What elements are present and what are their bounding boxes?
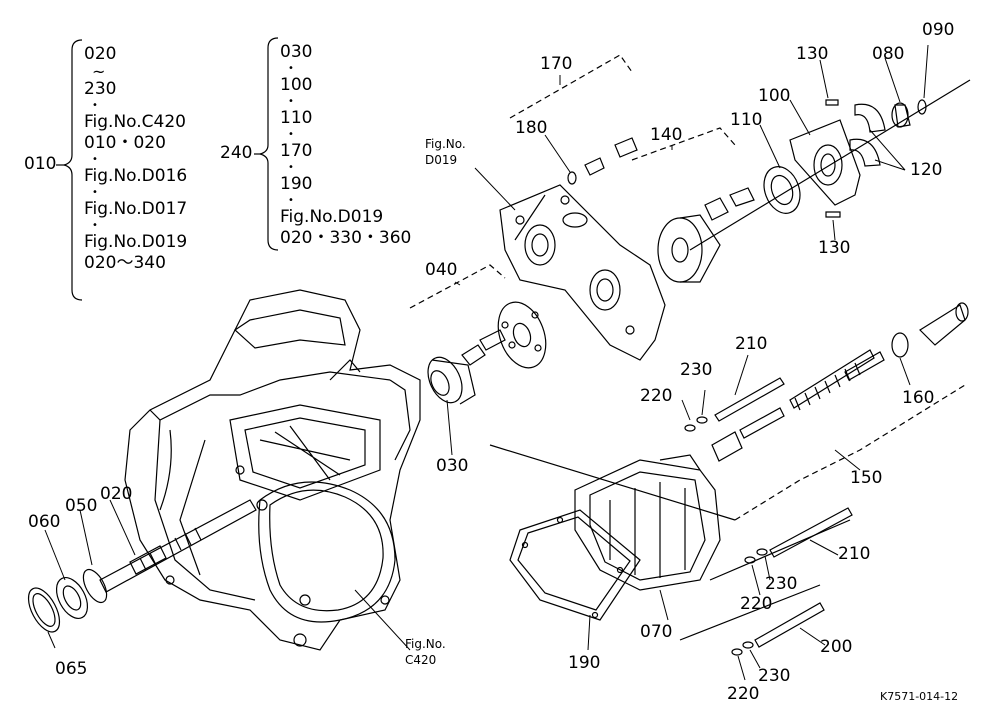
legend-010-line: Fig.No.C420	[84, 112, 186, 132]
figref-d019-number: D019	[425, 153, 458, 167]
callout-080: 080	[872, 44, 905, 64]
callout-220-mid: 220	[740, 594, 773, 614]
legend-240-line: 030	[280, 42, 313, 62]
bolt-210-bottom	[745, 508, 852, 563]
callout-220-top: 220	[640, 386, 673, 406]
valve-spool-150	[712, 350, 884, 461]
legend-010-line: Fig.No.D016	[84, 166, 188, 186]
figref-c420-prefix: Fig.No.	[405, 637, 446, 651]
legend-010-line: Fig.No.D019	[84, 232, 188, 252]
legend-010-bracket	[56, 40, 82, 300]
figref-d019-prefix: Fig.No.	[425, 137, 466, 151]
bearing-030	[421, 352, 475, 408]
shaft-020	[100, 500, 256, 592]
gasket-190	[510, 510, 640, 620]
legend-010-list: 020 ~ 230 • Fig.No.C420 010・020 • Fig.No…	[84, 44, 187, 274]
legend-240-line: 020・330・360	[280, 228, 412, 248]
callout-060: 060	[28, 512, 61, 532]
callout-110: 110	[730, 110, 763, 130]
bolt-130-mid	[826, 212, 840, 217]
callout-130-mid: 130	[818, 238, 851, 258]
legend-010-line: 020～340	[84, 253, 166, 273]
legend-240-line: Fig.No.D019	[280, 207, 384, 227]
callout-120: 120	[910, 160, 943, 180]
callout-210-bottom: 210	[838, 544, 871, 564]
legend-010-line: 230	[84, 79, 117, 99]
legend-240-code: 240	[220, 143, 253, 163]
legend-010-line: Fig.No.D017	[84, 199, 188, 219]
legend-tilde: ~	[92, 62, 106, 81]
snap-ring-065	[22, 583, 66, 637]
pump-140	[658, 188, 754, 282]
legend-240-line: 100	[280, 75, 313, 95]
legend-dot: •	[288, 162, 294, 173]
legend-dot: •	[92, 220, 98, 231]
callout-210-top: 210	[735, 334, 768, 354]
callout-220-bottom: 220	[727, 684, 760, 704]
cylinder-160	[892, 303, 968, 357]
legend-dot: •	[92, 187, 98, 198]
callout-100: 100	[758, 86, 791, 106]
bolt-200	[732, 603, 824, 655]
legend-dot: •	[92, 100, 98, 111]
callout-040: 040	[425, 260, 458, 280]
bearing-housing-100	[790, 120, 860, 205]
callout-130-top: 130	[796, 44, 829, 64]
reference-lines	[490, 80, 970, 640]
callout-030: 030	[436, 456, 469, 476]
callout-140: 140	[650, 125, 683, 145]
callout-230-top: 230	[680, 360, 713, 380]
legend-010-line: 010・020	[84, 133, 166, 153]
callout-150: 150	[850, 468, 883, 488]
legend-240-bracket	[254, 38, 278, 250]
parts-170-180	[568, 138, 637, 184]
leader-lines	[45, 45, 928, 680]
legend-dot: •	[288, 63, 294, 74]
legend-dot: •	[288, 129, 294, 140]
legend-dot: •	[288, 195, 294, 206]
callout-170: 170	[540, 54, 573, 74]
legend-240-line: 170	[280, 141, 313, 161]
legend-240-line: 110	[280, 108, 313, 128]
bearing-110	[758, 162, 806, 219]
callout-190: 190	[568, 653, 601, 673]
callout-020: 020	[100, 484, 133, 504]
transmission-case	[125, 290, 420, 650]
legend-010-line: 020	[84, 44, 117, 64]
pump-cover-plate	[500, 185, 665, 360]
valve-housing-070	[575, 455, 720, 590]
bolt-210-top	[685, 378, 784, 431]
callout-050: 050	[65, 496, 98, 516]
drawing-code: K7571-014-12	[880, 690, 959, 703]
callout-070: 070	[640, 622, 673, 642]
legend-dot: •	[288, 96, 294, 107]
callout-230-mid: 230	[765, 574, 798, 594]
legend-010-code: 010	[24, 154, 57, 174]
callout-090: 090	[922, 20, 955, 40]
callout-200: 200	[820, 637, 853, 657]
figref-c420-number: C420	[405, 653, 437, 667]
callout-180: 180	[515, 118, 548, 138]
legend-240-list: 030 • 100 • 110 • 170 • 190 • Fig.No.D01…	[280, 42, 411, 249]
dashed-group-frames	[410, 55, 965, 520]
callout-160: 160	[902, 388, 935, 408]
bearing-080	[892, 103, 910, 127]
bolt-130-top	[826, 100, 838, 105]
callout-065: 065	[55, 659, 88, 679]
bearing-050-060	[50, 566, 111, 624]
legend-240-line: 190	[280, 174, 313, 194]
pump-040	[462, 296, 554, 375]
legend-dot: •	[92, 154, 98, 165]
callout-230-bottom: 230	[758, 666, 791, 686]
